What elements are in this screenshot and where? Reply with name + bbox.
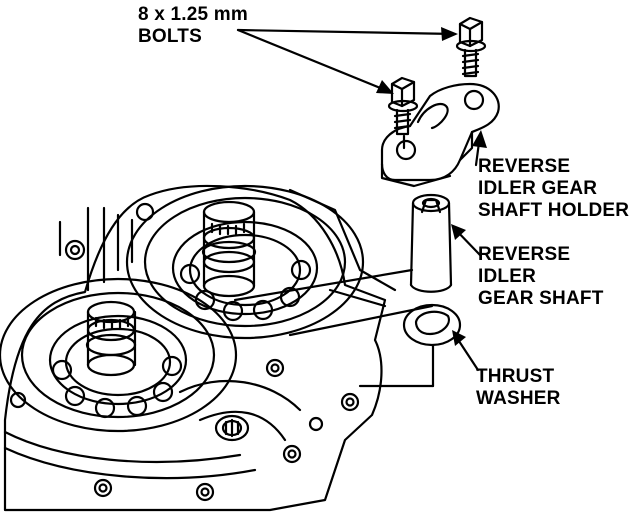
shaft-label: REVERSE IDLER GEAR SHAFT xyxy=(478,244,604,310)
holder-label-line-3: SHAFT HOLDER xyxy=(478,200,630,221)
holder-label-line-1: REVERSE xyxy=(478,156,571,177)
washer-label: THRUST WASHER xyxy=(476,366,561,410)
shaft-label-line-3: GEAR SHAFT xyxy=(478,288,604,309)
holder-label: REVERSE IDLER GEAR SHAFT HOLDER xyxy=(478,156,629,222)
bolts-label: 8 x 1.25 mm BOLTS xyxy=(138,4,248,48)
alignment-lines xyxy=(233,134,435,388)
bolts-label-line-2: BOLTS xyxy=(138,26,202,47)
holder-label-line-2: IDLER GEAR xyxy=(478,178,598,199)
idler-shaft xyxy=(409,193,453,293)
upper-bolt xyxy=(455,16,487,78)
shaft-label-line-2: IDLER xyxy=(478,266,536,287)
washer-label-line-1: THRUST xyxy=(476,366,555,387)
arrowheads xyxy=(376,27,487,346)
bolts-label-line-1: 8 x 1.25 mm xyxy=(138,4,248,25)
shaft-label-line-1: REVERSE xyxy=(478,244,571,265)
shaft-holder xyxy=(380,82,500,188)
lower-bolt xyxy=(387,76,419,136)
washer-label-line-2: WASHER xyxy=(476,388,561,409)
transmission-housing xyxy=(0,184,397,512)
